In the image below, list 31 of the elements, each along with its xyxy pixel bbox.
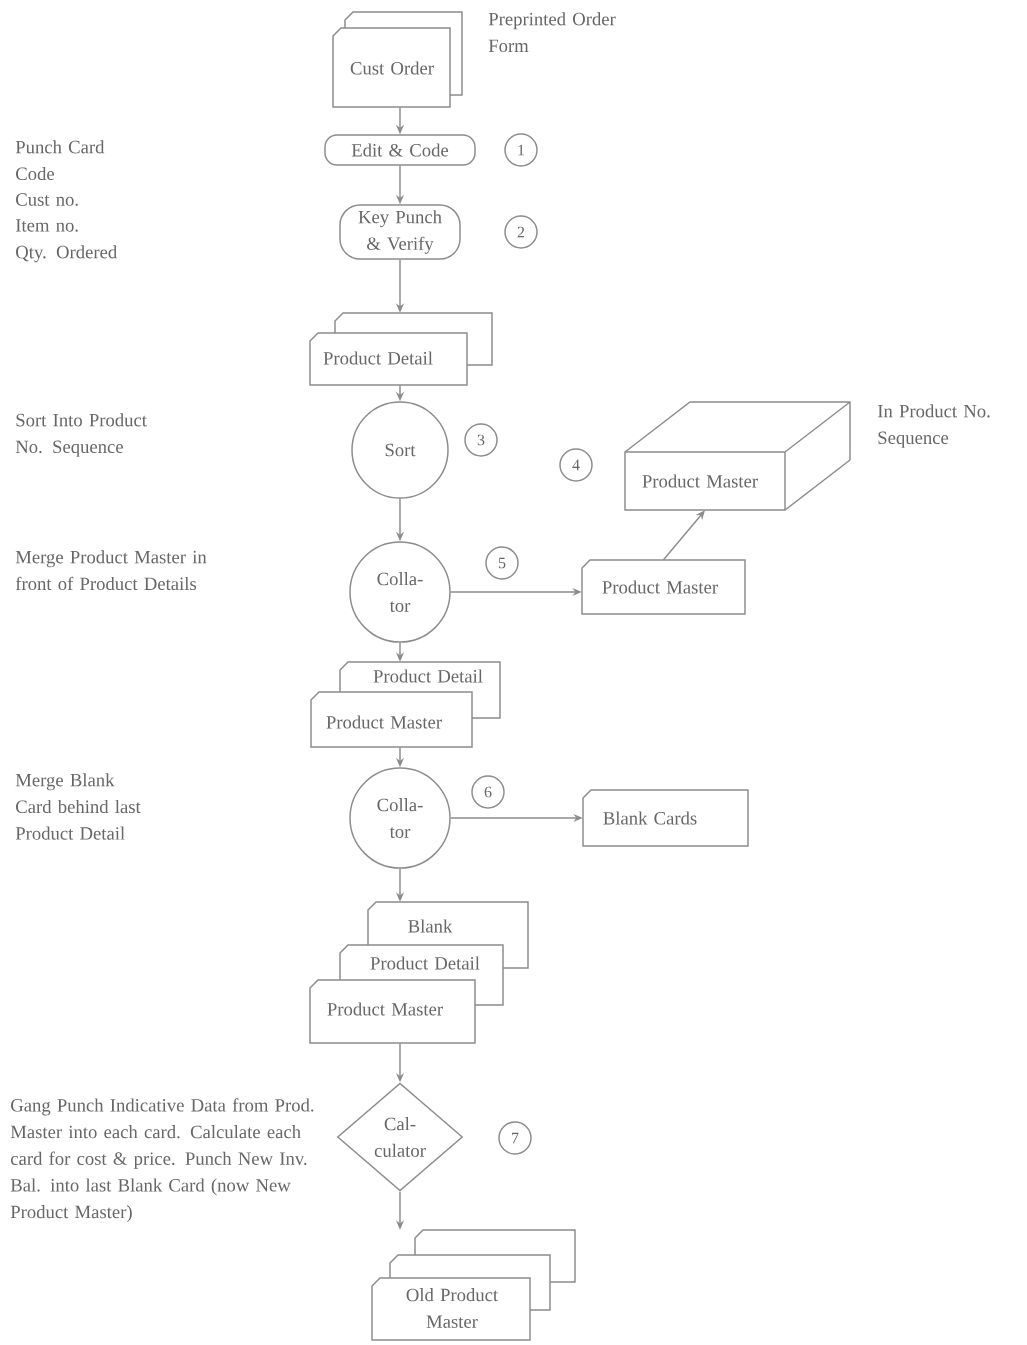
note-text: Gang Punch Indicative Data from Prod. Master into each card. Calculate each card for cost & price. Punch New Inv. Bal. into last Blank Card (now New Product Master)	[10, 1098, 314, 1223]
node-label: Old Product Master	[406, 1288, 499, 1328]
card-stack: Cust Order	[332, 11, 463, 108]
card-stack: Blank Product Detail Product Master	[309, 901, 529, 1044]
callout-number: 1	[504, 133, 538, 167]
callout-number: 7	[498, 1121, 532, 1155]
storage-box: Product Master	[624, 401, 851, 511]
punched-card: Product Master	[581, 559, 746, 615]
note-text: Qty. Ordered	[16, 245, 117, 263]
callout-number: 5	[485, 546, 519, 580]
callout-number: 2	[504, 215, 538, 249]
note-text: Sort Into Product No. Sequence	[15, 413, 147, 457]
note-text: Merge Blank Card behind last Product Detail	[15, 773, 141, 840]
process-box: Edit & Code	[324, 134, 476, 166]
node-label: Product Master	[326, 715, 442, 729]
callout-number: 6	[471, 775, 505, 809]
note-text: In Product No. Sequence	[877, 404, 990, 448]
note-text: Punch Card Code	[15, 140, 105, 181]
callout-number: 4	[559, 448, 593, 482]
card-stack: Product Detail	[309, 312, 493, 386]
punched-card: Blank Cards	[582, 789, 749, 847]
callout-number: 3	[464, 423, 498, 457]
note-text: Cust no.	[16, 193, 78, 206]
card-stack: Old Product Master	[371, 1229, 576, 1341]
card-stack: Product Detail Product Master	[310, 661, 501, 748]
note-text: Item no.	[15, 219, 78, 232]
node-label: Product Master	[327, 1002, 443, 1016]
arrow	[662, 510, 705, 561]
note-text: Merge Product Master in front of Product Details	[15, 550, 207, 591]
process-box: Key Punch & Verify	[339, 204, 461, 260]
note-text: Preprinted Order Form	[488, 12, 616, 53]
